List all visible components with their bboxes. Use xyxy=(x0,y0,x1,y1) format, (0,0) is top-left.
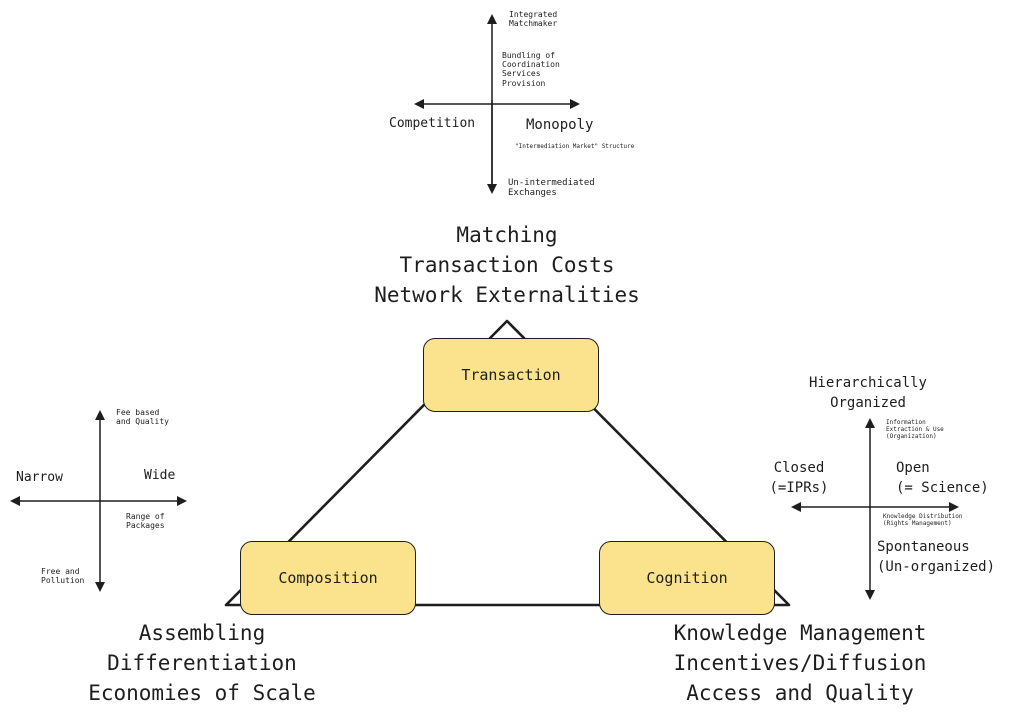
right-axis-up-note: Information Extraction & Use (Organizati… xyxy=(886,419,944,440)
left-axis-right-label: Wide xyxy=(144,468,176,483)
node-transaction-label: Transaction xyxy=(461,366,561,384)
right-axis-right-label: Open (= Science) xyxy=(896,460,989,496)
top-axis-up-label: Integrated Matchmaker xyxy=(509,10,558,29)
top-heading: Matching Transaction Costs Network Exter… xyxy=(374,223,640,307)
right-axis-top-label: Hierarchically Organized xyxy=(808,375,927,411)
node-composition[interactable]: Composition xyxy=(240,541,416,615)
top-axis-down-label: Un-intermediated Exchanges xyxy=(508,178,595,199)
left-axis-left-label: Narrow xyxy=(16,470,63,485)
bottom-right-heading: Knowledge Management Incentives/Diffusio… xyxy=(673,621,927,705)
right-axis-down-label: Spontaneous (Un-organized) xyxy=(877,539,996,575)
right-axis-left-label: Closed (=IPRs) xyxy=(769,460,829,496)
right-axis-mid-note: Knowledge Distribution (Rights Managemen… xyxy=(883,513,963,527)
top-axis-subtitle: "Intermediation Market" Structure xyxy=(515,143,635,150)
node-composition-label: Composition xyxy=(278,569,378,587)
bottom-left-heading: Assembling Differentiation Economies of … xyxy=(88,621,316,705)
top-axis-left-label: Competition xyxy=(389,116,476,131)
top-axis-right-label: Monopoly xyxy=(526,117,594,133)
top-axis-mid-label: Bundling of Coordination Services Provis… xyxy=(502,51,560,88)
left-axis-down-label: Free and Pollution xyxy=(41,567,85,586)
node-cognition[interactable]: Cognition xyxy=(599,541,775,615)
left-axis-mid-label: Range of Packages xyxy=(126,512,165,531)
node-transaction[interactable]: Transaction xyxy=(423,338,599,412)
triangle-outline xyxy=(224,319,791,607)
node-cognition-label: Cognition xyxy=(646,569,728,587)
left-axis-up-label: Fee based and Quality xyxy=(116,408,169,427)
